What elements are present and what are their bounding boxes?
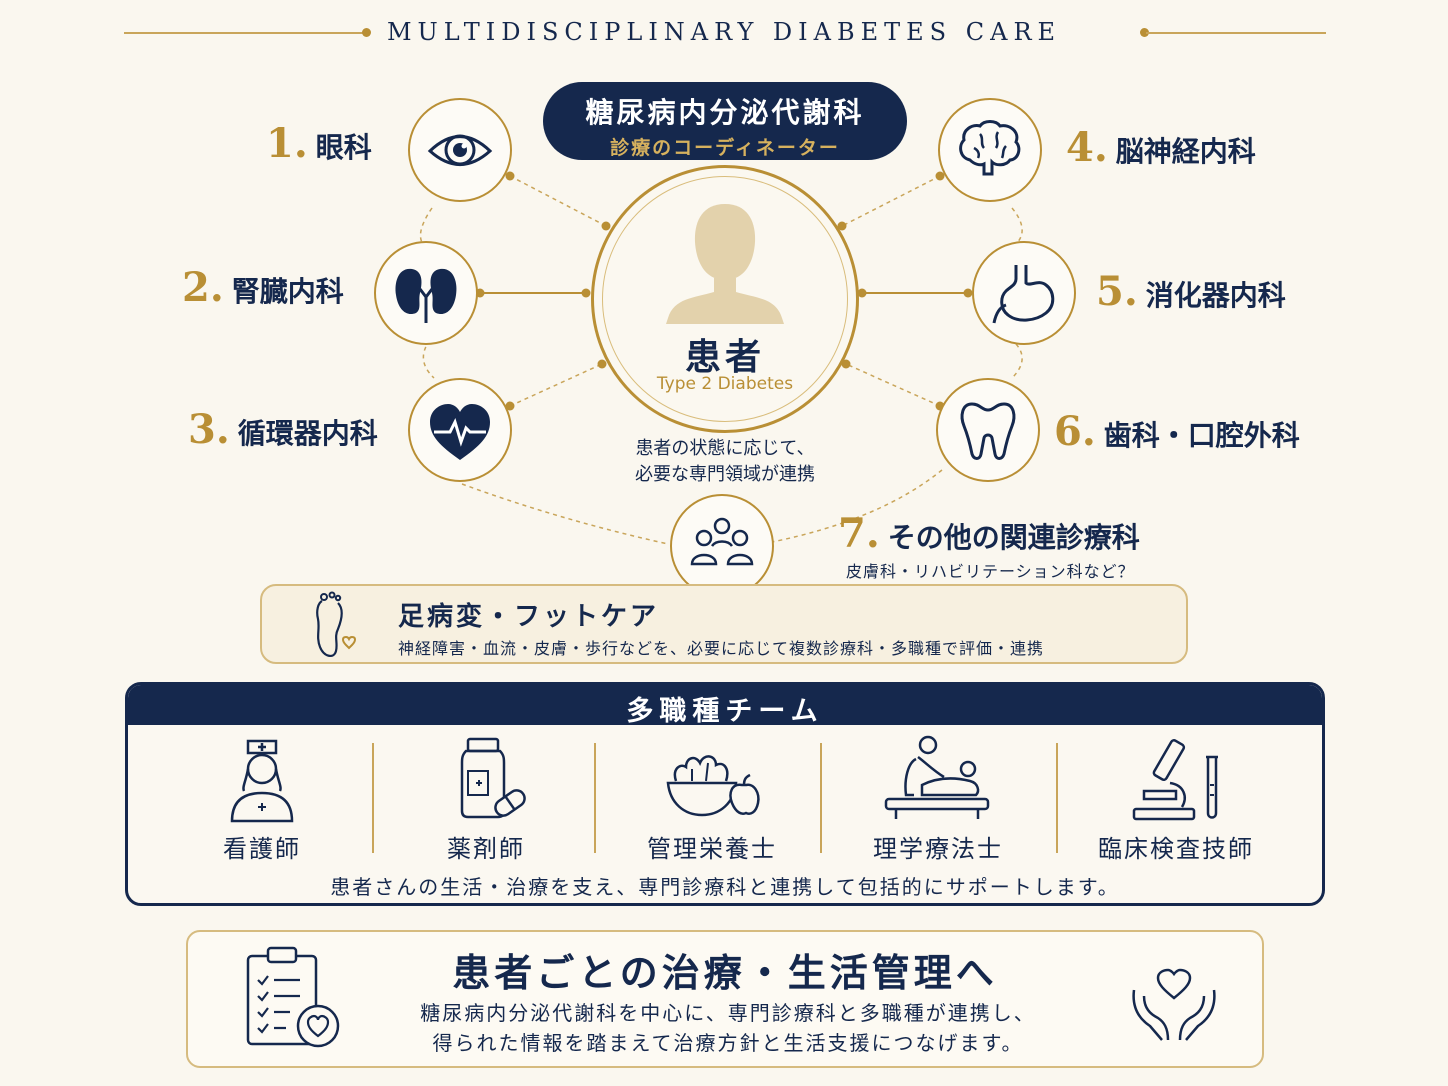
patient-silhouette-icon (666, 204, 784, 324)
header-dot-left (362, 28, 371, 37)
patient-center-node: 患者 Type 2 Diabetes (591, 165, 859, 433)
specialty-node-dentistry (936, 378, 1040, 482)
specialty-label-3: 3.循環器内科 (188, 406, 378, 453)
team-member-label: 管理栄養士 (647, 835, 777, 863)
team-divider (820, 743, 822, 853)
team-divider (594, 743, 596, 853)
bottom-desc-line-1: 糖尿病内分泌代謝科を中心に、専門診療科と多職種が連携し、 (420, 1001, 1036, 1025)
food-bowl-icon (666, 755, 760, 817)
microscope-icon (1132, 739, 1218, 821)
bottom-description: 糖尿病内分泌代謝科を中心に、専門診療科と多職種が連携し、 得られた情報を踏まえて… (348, 998, 1108, 1058)
foot-care-desc: 神経障害・血流・皮膚・歩行などを、必要に応じて複数診療科・多職種で評価・連携 (398, 639, 1045, 658)
team-title: 多職種チーム (626, 696, 824, 727)
kidney-icon (395, 268, 457, 323)
coordinator-subtitle: 診療のコーディネーター (610, 137, 840, 159)
patient-note-line-1: 患者の状態に応じて、 (635, 438, 815, 459)
team-member-nurse: 看護師 (152, 733, 372, 863)
team-member-label: 看護師 (223, 835, 301, 863)
brain-icon (959, 120, 1021, 176)
team-member-dietitian: 管理栄養士 (602, 733, 822, 863)
specialty-node-gastroenterology (972, 241, 1076, 345)
specialty-note-7: 皮膚科・リハビリテーション科など？ (846, 562, 1135, 581)
clipboard-heart-icon (246, 946, 340, 1048)
team-divider (1056, 743, 1058, 853)
specialty-label-5: 5.消化器内科 (1096, 268, 1286, 315)
nurse-icon (230, 739, 294, 823)
specialty-node-others (670, 494, 774, 598)
foot-heart-icon (316, 591, 356, 657)
specialty-label-6: 6.歯科・口腔外科 (1054, 408, 1300, 455)
foot-care-box: 足病変・フットケア 神経障害・血流・皮膚・歩行などを、必要に応じて複数診療科・多… (260, 584, 1188, 664)
specialty-label-7: 7.その他の関連診療科 (838, 510, 1140, 557)
coordinator-title: 糖尿病内分泌代謝科 (585, 96, 865, 129)
physiotherapy-icon (884, 735, 990, 819)
multidisciplinary-team-panel: 多職種チーム 看護師 薬剤師 管理栄養士 (125, 682, 1325, 906)
header-rule-left (124, 32, 368, 34)
specialty-node-ophthalmology (408, 98, 512, 202)
people-group-icon (690, 517, 754, 566)
team-divider (372, 743, 374, 853)
stomach-icon (992, 265, 1055, 324)
patient-note: 患者の状態に応じて、 必要な専門領域が連携 (560, 436, 890, 488)
team-member-label: 理学療法士 (873, 835, 1003, 863)
patient-sublabel: Type 2 Diabetes (656, 374, 794, 394)
heart-pulse-icon (430, 404, 490, 460)
specialty-node-cardiology (408, 378, 512, 482)
specialty-node-neurology (938, 98, 1042, 202)
medicine-bottle-icon (460, 737, 526, 819)
specialty-node-nephrology (374, 241, 478, 345)
team-member-physiotherapist: 理学療法士 (828, 733, 1048, 863)
coordinator-badge: 糖尿病内分泌代謝科 診療のコーディネーター (543, 82, 907, 160)
treatment-management-panel: 患者ごとの治療・生活管理へ 糖尿病内分泌代謝科を中心に、専門診療科と多職種が連携… (186, 930, 1264, 1068)
specialty-label-2: 2.腎臓内科 (182, 264, 344, 311)
team-member-label: 臨床検査技師 (1098, 835, 1254, 863)
patient-note-line-2: 必要な専門領域が連携 (635, 464, 815, 485)
team-member-lab-technician: 臨床検査技師 (1066, 733, 1286, 863)
tooth-icon (960, 402, 1016, 460)
specialty-label-1: 1.眼科 (266, 120, 372, 167)
patient-inner-ring (602, 176, 848, 422)
bottom-title: 患者ごとの治療・生活管理へ (452, 951, 998, 995)
patient-label: 患者 (684, 337, 765, 378)
header-rule-right (1146, 32, 1326, 34)
bottom-desc-line-2: 得られた情報を踏まえて治療方針と生活支援につなげます。 (432, 1031, 1024, 1055)
foot-care-title: 足病変・フットケア (398, 602, 660, 632)
team-member-pharmacist: 薬剤師 (376, 733, 596, 863)
team-note: 患者さんの生活・治療を支え、専門診療科と連携して包括的にサポートします。 (330, 875, 1120, 899)
hands-heart-icon (1132, 968, 1216, 1041)
header-dot-right (1140, 28, 1149, 37)
specialty-label-4: 4.脳神経内科 (1066, 124, 1256, 171)
team-member-label: 薬剤師 (447, 835, 525, 863)
eye-icon (427, 134, 493, 166)
page-title: MULTIDISCIPLINARY DIABETES CARE (386, 18, 1062, 46)
team-header-bar (128, 685, 1322, 725)
